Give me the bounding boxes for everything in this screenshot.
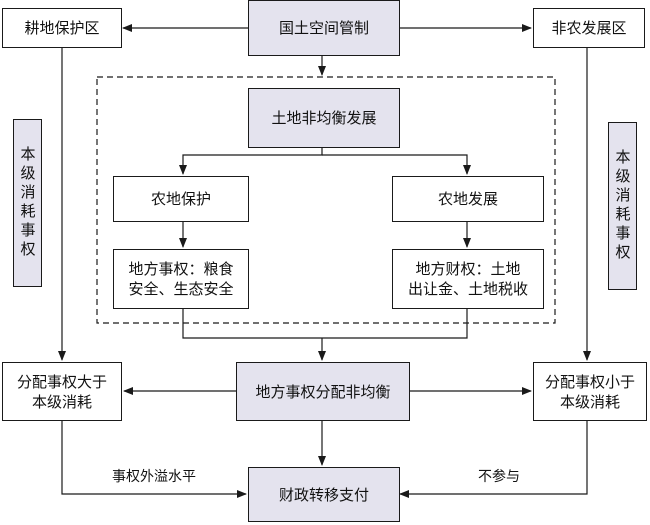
node-tudi-feijunheng: 土地非均衡发展 — [248, 88, 400, 148]
caiquan-line-2: 出让金、土地税收 — [407, 280, 528, 298]
node-difang-caiquan: 地方财权：土地 出让金、土地税收 — [392, 249, 544, 309]
merge-right — [322, 309, 468, 339]
node-benji-xiaohao-right: 本级消耗事权 — [608, 122, 637, 290]
fenpei-xiaoyu-line-2: 本级消耗 — [559, 392, 620, 411]
not-participate-edge — [399, 421, 588, 498]
fenpei-xiaoyu-line-1: 分配事权小于 — [544, 372, 635, 391]
node-difang-fenpei-feijunheng: 地方事权分配非均衡 — [236, 362, 410, 421]
merge-left — [182, 309, 322, 339]
tudi-branch — [179, 148, 323, 175]
shiquan-line-2: 安全、生态安全 — [128, 280, 234, 298]
node-gengdi-baohuqu: 耕地保护区 — [2, 8, 122, 48]
dashed-frame — [96, 76, 556, 324]
edge-label-spillover: 事权外溢水平 — [112, 469, 196, 485]
tudi-branch-right — [322, 154, 471, 175]
fenpei-dayu-line-2: 本级消耗 — [31, 392, 92, 411]
node-caizheng-zhuanyi-zhifu: 财政转移支付 — [248, 467, 400, 522]
shiquan-line-1: 地方事权：粮食 — [128, 260, 234, 278]
node-guotu-kongjian-guanzhi: 国土空间管制 — [248, 0, 400, 56]
spillover-edge — [61, 421, 247, 498]
node-benji-xiaohao-left: 本级消耗事权 — [13, 119, 42, 287]
fenpei-dayu-line-1: 分配事权大于 — [16, 372, 107, 391]
node-nongdi-fazhan: 农地发展 — [392, 176, 544, 222]
node-fenpei-dayu: 分配事权大于 本级消耗 — [2, 362, 122, 421]
node-nongdi-baohu: 农地保护 — [113, 176, 249, 222]
caiquan-line-1: 地方财权：土地 — [415, 260, 521, 278]
node-fenpei-xiaoyu: 分配事权小于 本级消耗 — [533, 362, 647, 421]
node-difang-shiquan: 地方事权：粮食 安全、生态安全 — [113, 249, 249, 309]
edge-label-not-participate: 不参与 — [478, 469, 520, 485]
node-feinong-fazhanqu: 非农发展区 — [533, 8, 645, 48]
